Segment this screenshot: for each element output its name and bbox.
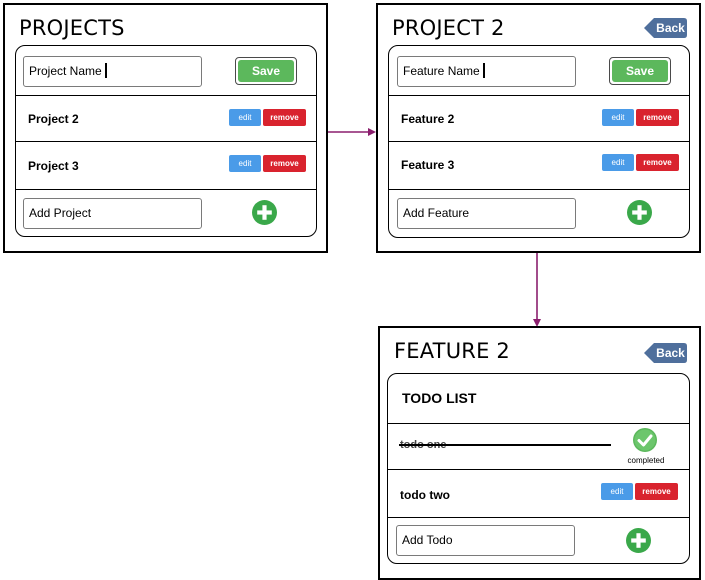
plus-circle-icon[interactable] — [252, 200, 277, 225]
project-item-label: Project 2 — [28, 112, 79, 126]
add-feature-input[interactable]: Add Feature — [397, 198, 576, 229]
todo-panel: TODO LIST todo one completed todo two ed… — [387, 373, 690, 564]
back-arrow-shape — [644, 18, 687, 38]
edit-button[interactable]: edit — [229, 109, 261, 126]
plus-circle-icon[interactable] — [626, 528, 651, 553]
feature-item-label: Feature 3 — [401, 158, 455, 172]
remove-button[interactable]: remove — [263, 109, 306, 126]
todo-item-label: todo two — [400, 488, 450, 502]
strikethrough-line — [399, 444, 611, 446]
edit-button[interactable]: edit — [601, 483, 633, 500]
list-item[interactable]: todo two edit remove — [388, 469, 689, 517]
new-project-row: Project Name Save — [16, 46, 316, 95]
list-item[interactable]: Feature 2 edit remove — [389, 95, 689, 141]
back-button[interactable]: Back — [644, 343, 687, 363]
back-button[interactable]: Back — [644, 18, 687, 38]
feature-name-input[interactable]: Feature Name — [397, 56, 576, 87]
list-item[interactable]: Project 2 edit remove — [16, 95, 316, 141]
new-feature-row: Feature Name Save — [389, 46, 689, 95]
projects-screen: PROJECTS Project Name Save Project 2 edi… — [3, 3, 328, 253]
page-title: PROJECT 2 — [392, 16, 505, 40]
remove-button[interactable]: remove — [263, 155, 306, 172]
todo-heading-row: TODO LIST — [388, 374, 689, 423]
project-detail-screen: PROJECT 2 Back Feature Name Save Feature… — [376, 3, 701, 253]
page-title: PROJECTS — [19, 16, 125, 40]
list-item[interactable]: Project 3 edit remove — [16, 141, 316, 189]
feature-item-label: Feature 2 — [401, 112, 455, 126]
add-feature-row: Add Feature — [389, 189, 689, 237]
add-project-input[interactable]: Add Project — [23, 198, 202, 229]
feature-detail-screen: FEATURE 2 Back TODO LIST todo one comple… — [378, 326, 701, 580]
remove-button[interactable]: remove — [636, 109, 679, 126]
projects-panel: Project Name Save Project 2 edit remove … — [15, 45, 317, 237]
save-button[interactable]: Save — [235, 57, 297, 85]
page-title: FEATURE 2 — [394, 339, 510, 363]
arrow-head-project — [368, 128, 376, 136]
edit-button[interactable]: edit — [602, 154, 634, 171]
status-badge: completed — [627, 456, 665, 465]
text-caret — [104, 63, 107, 79]
project-item-label: Project 3 — [28, 159, 79, 173]
save-button[interactable]: Save — [609, 57, 671, 85]
add-project-row: Add Project — [16, 189, 316, 236]
add-todo-input[interactable]: Add Todo — [396, 525, 575, 556]
plus-circle-icon[interactable] — [627, 200, 652, 225]
list-item[interactable]: todo one completed — [388, 423, 689, 469]
todo-list-heading: TODO LIST — [402, 390, 477, 406]
text-caret — [482, 63, 485, 79]
edit-button[interactable]: edit — [229, 155, 261, 172]
remove-button[interactable]: remove — [636, 154, 679, 171]
add-todo-row: Add Todo — [388, 517, 689, 563]
project-name-input[interactable]: Project Name — [23, 56, 202, 87]
list-item[interactable]: Feature 3 edit remove — [389, 141, 689, 189]
arrow-head-feature — [533, 319, 541, 327]
back-arrow-shape — [644, 343, 687, 363]
edit-button[interactable]: edit — [602, 109, 634, 126]
remove-button[interactable]: remove — [635, 483, 678, 500]
features-panel: Feature Name Save Feature 2 edit remove … — [388, 45, 690, 238]
check-circle-icon[interactable] — [633, 428, 657, 452]
